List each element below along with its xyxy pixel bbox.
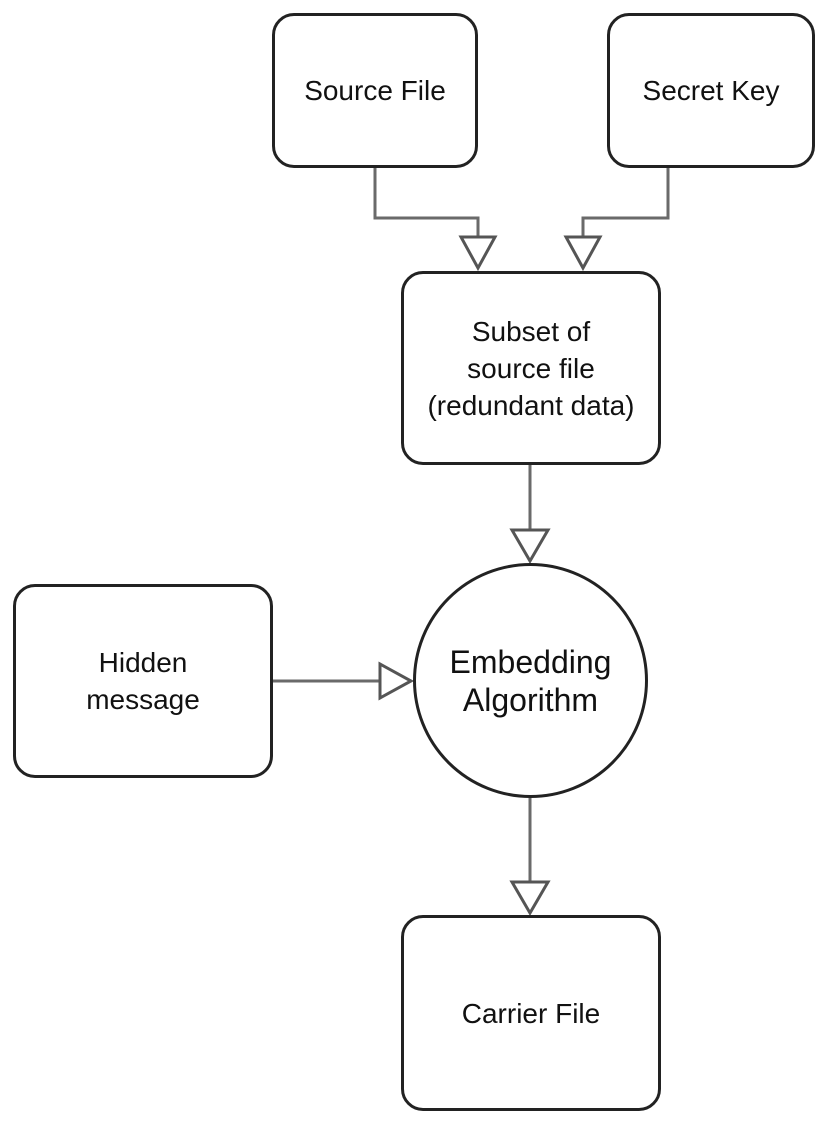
embedding-algorithm-label: Embedding Algorithm xyxy=(449,643,612,718)
hidden-message-node: Hidden message xyxy=(13,584,273,778)
edge-key-to-subset xyxy=(581,168,670,237)
subset-label: Subset of source file (redundant data) xyxy=(427,315,635,421)
arrowhead-hidden-to-embedding xyxy=(378,661,415,701)
secret-key-node: Secret Key xyxy=(607,13,815,168)
arrowhead-source-to-subset xyxy=(458,235,498,272)
source-file-node: Source File xyxy=(272,13,478,168)
embedding-algorithm-node: Embedding Algorithm xyxy=(413,563,648,798)
subset-node: Subset of source file (redundant data) xyxy=(401,271,661,465)
arrowhead-key-to-subset xyxy=(563,235,603,272)
hidden-message-label: Hidden message xyxy=(86,647,200,715)
carrier-file-label: Carrier File xyxy=(461,997,601,1029)
arrowhead-embedding-to-carrier xyxy=(509,880,551,916)
arrowhead-subset-to-embedding xyxy=(509,528,551,564)
carrier-file-node: Carrier File xyxy=(401,915,661,1111)
edge-source-to-subset xyxy=(373,168,480,237)
source-file-label: Source File xyxy=(304,75,446,106)
secret-key-label: Secret Key xyxy=(642,75,780,106)
